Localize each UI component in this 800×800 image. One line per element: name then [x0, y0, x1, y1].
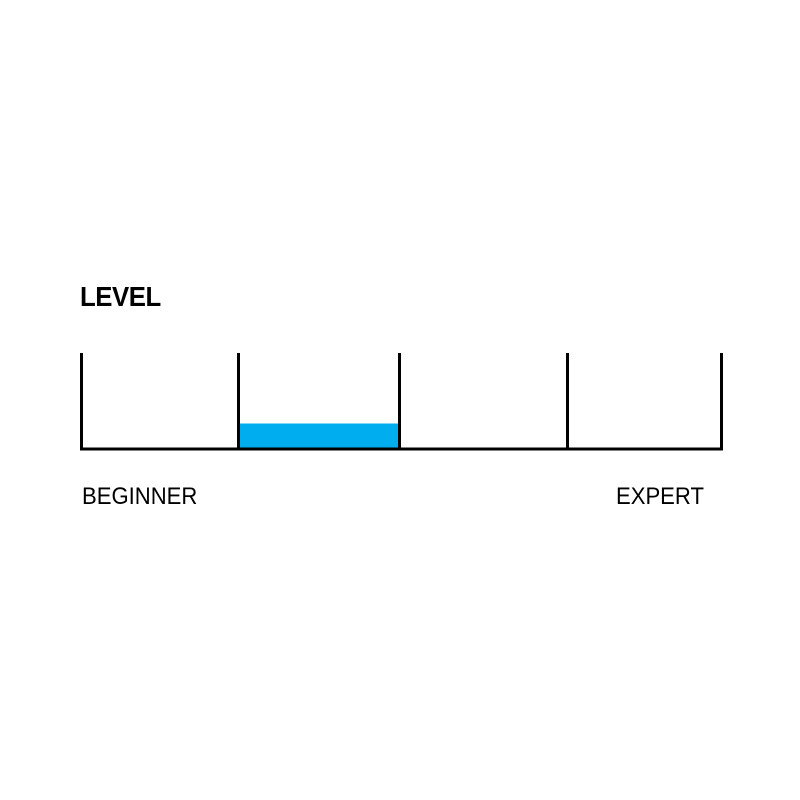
beginner-label: BEGINNER [82, 483, 198, 510]
expert-label: EXPERT [616, 483, 704, 510]
level-fill-bar [240, 423, 398, 448]
level-title: LEVEL [80, 281, 161, 312]
scale-ticks [80, 353, 723, 450]
